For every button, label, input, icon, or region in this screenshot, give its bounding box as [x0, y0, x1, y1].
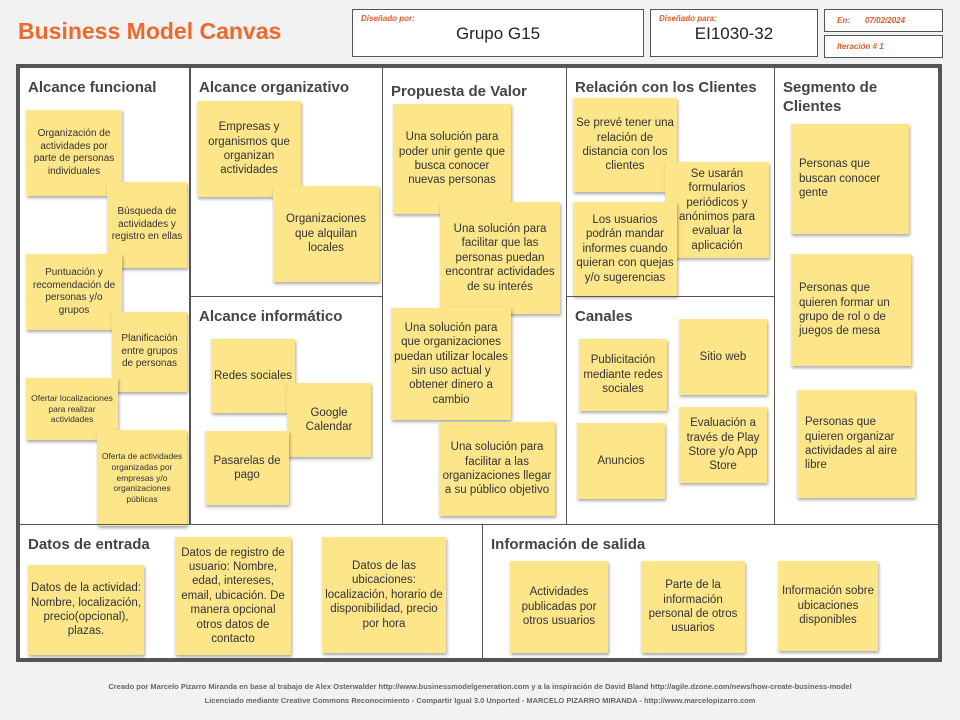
section-title: Información de salida: [491, 536, 646, 553]
section-relacion-clientes: Relación con los Clientes Se prevé tener…: [566, 67, 775, 297]
designed-by-value: Grupo G15: [455, 24, 541, 43]
designed-by-box: Diseñado por: Grupo G15: [352, 9, 644, 57]
sticky-note: Redes sociales: [211, 339, 295, 413]
date-box: En: 07/02/2024: [824, 9, 943, 32]
sticky-note: Parte de la información personal de otro…: [641, 561, 745, 653]
sticky-note: Sitio web: [679, 319, 767, 395]
sticky-note: Personas que buscan conocer gente: [791, 124, 909, 234]
section-datos-entrada: Datos de entrada Datos de la actividad: …: [19, 524, 483, 659]
sticky-note: Publicitación mediante redes sociales: [579, 339, 667, 411]
sticky-note: Personas que quieren formar un grupo de …: [791, 254, 911, 366]
sticky-note: Datos de la actividad: Nombre, localizac…: [28, 565, 144, 655]
designed-by-label: Diseñado por:: [361, 14, 415, 23]
sticky-note: Anuncios: [577, 423, 665, 499]
section-alcance-organizativo: Alcance organizativo Empresas y organism…: [190, 67, 383, 297]
section-alcance-informatico: Alcance informático Redes sociales Googl…: [190, 296, 383, 525]
sticky-note: Personas que quieren organizar actividad…: [797, 390, 915, 498]
sticky-note: Evaluación a través de Play Store y/o Ap…: [679, 407, 767, 483]
section-propuesta-valor: Propuesta de Valor Una solución para pod…: [382, 67, 567, 525]
sticky-note: Datos de las ubicaciones: localización, …: [322, 537, 446, 653]
sticky-note: Ofertar localizaciones para realizar act…: [26, 378, 118, 440]
section-title: Alcance informático: [199, 308, 343, 325]
sticky-note: Datos de registro de usuario: Nombre, ed…: [175, 537, 291, 655]
section-canales: Canales Publicitación mediante redes soc…: [566, 296, 775, 525]
sticky-note: Oferta de actividades organizadas por em…: [97, 430, 187, 526]
footer-license: Licenciado mediante Creative Commons Rec…: [204, 696, 756, 705]
designed-for-value: EI1030-32: [694, 24, 774, 43]
designed-for-box: Diseñado para: EI1030-32: [650, 9, 818, 57]
sticky-note: Organización de actividades por parte de…: [26, 110, 122, 196]
section-title: Propuesta de Valor: [391, 83, 527, 100]
section-title: Canales: [575, 308, 633, 325]
sticky-note: Se prevé tener una relación de distancia…: [573, 98, 677, 192]
sticky-note: Puntuación y recomendación de personas y…: [26, 254, 122, 330]
section-alcance-funcional: Alcance funcional Organización de activi…: [19, 67, 190, 526]
section-title: Alcance organizativo: [199, 79, 350, 96]
date-value: 07/02/2024: [865, 16, 906, 25]
section-title: Alcance funcional: [28, 79, 157, 96]
iteration-label: Iteración # 1: [837, 42, 884, 51]
sticky-note: Información sobre ubicaciones disponible…: [778, 561, 878, 651]
sticky-note: Una solución para poder unir gente que b…: [393, 104, 511, 214]
sticky-note: Una solución para facilitar a las organi…: [439, 422, 555, 516]
footer-credits: Creado por Marcelo Pizarro Miranda en ba…: [108, 682, 852, 691]
sticky-note: Actividades publicadas por otros usuario…: [510, 561, 608, 653]
section-title: Segmento de Clientes: [783, 79, 878, 115]
sticky-note: Pasarelas de pago: [205, 431, 289, 505]
sticky-note: Una solución para facilitar que las pers…: [440, 202, 560, 314]
sticky-note: Empresas y organismos que organizan acti…: [197, 101, 301, 197]
date-label: En:: [837, 16, 850, 25]
designed-for-label: Diseñado para:: [659, 14, 717, 23]
sticky-note: Los usuarios podrán mandar informes cuan…: [573, 202, 677, 296]
sticky-note: Una solución para que organizaciones pue…: [391, 308, 511, 420]
business-model-canvas: Alcance funcional Organización de activi…: [16, 64, 942, 662]
sticky-note: Google Calendar: [287, 383, 371, 457]
sticky-note: Planificación entre grupos de personas: [112, 312, 187, 392]
sticky-note: Búsqueda de actividades y registro en el…: [107, 182, 187, 268]
section-segmento-clientes: Segmento de Clientes Personas que buscan…: [774, 67, 939, 525]
iteration-box: Iteración # 1: [824, 35, 943, 58]
sticky-note: Organizaciones que alquilan locales: [273, 186, 379, 282]
section-title: Datos de entrada: [28, 536, 150, 553]
page-title: Business Model Canvas: [18, 18, 282, 44]
sticky-note: Se usarán formularios periódicos y anóni…: [665, 162, 769, 258]
section-title: Relación con los Clientes: [575, 79, 757, 96]
section-informacion-salida: Información de salida Actividades public…: [482, 524, 939, 659]
